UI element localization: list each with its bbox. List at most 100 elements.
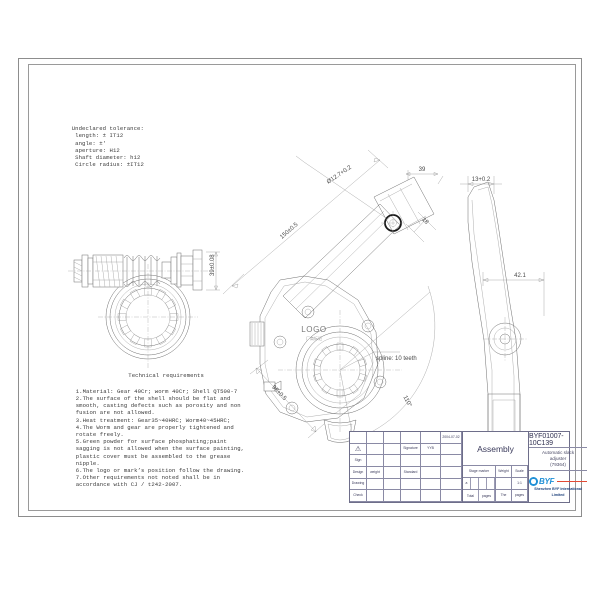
tb-r4-c5 [441,478,462,491]
weight-label: Weight [496,466,512,478]
tb-r1-c1 [367,443,384,456]
tb-r2-c4 [421,455,441,467]
company-name-line-2: Limited [551,492,565,497]
technical-note-line-10: nipple. [75,459,100,467]
total-label: Total [463,490,479,501]
tb-r0-c3 [401,432,421,444]
dim-arm-length: 150±0.5 [279,221,300,240]
technical-note-line-0: 1.Material: Gear 40Cr; worm 40Cr; Shell … [75,387,238,395]
tb-r2-c1 [367,455,384,467]
brand-accent-bar [557,480,588,483]
spline-note-text: spline: 10 teeth [376,356,417,362]
dim-bracket-thickness: 13+0.2 [472,177,491,183]
tolerance-note-line-0: length: ± IT12 [71,132,124,140]
technical-note-line-12: 7.Other requirements not noted shall be … [75,474,221,482]
technical-note-line-8: sagging is not allowed when the surface … [75,445,245,453]
tb-r3-c2 [384,467,401,479]
byf-logo: BYF [529,477,588,487]
tb-weight-label-cell: weight [367,467,384,479]
part-number: BYF01007-10C139 [529,432,588,448]
tolerance-note-line-3: Shaft diameter: h12 [71,154,141,162]
tb-row-label-drawing: Drawing [350,478,367,491]
the-label: The [496,490,512,502]
tb-row-label-design: Design [350,467,367,479]
technical-note-line-9: plastic cover must be assembled to the g… [75,452,231,460]
tb-r1-c2 [384,443,401,456]
dim-bracket-height: 18 [420,217,429,226]
technical-note-line-1: 2.The surface of the shell should be fla… [75,395,231,403]
drawing-title-text: Assembly [477,443,514,454]
tb-r4-c4 [421,478,441,491]
brand-name-text: BYF [539,477,555,487]
tb-r3-c5 [441,467,462,479]
tb-r5-c1 [367,490,384,502]
dim-arm-length-group: 150±0.5 [222,149,389,295]
tb-r5-c4 [421,490,441,502]
technical-note-line-2: smooth, casting defects such as porosity… [75,402,241,410]
stage-cell-3 [479,478,487,489]
drawing-title-cell: Assembly [463,432,528,466]
right-side-view: 13+0.2 42.1 50.8MAX [460,176,545,462]
dim-bracket-height-group: 18 [405,211,437,243]
part-description-line-2: adjuster [549,456,567,462]
technical-note-line-3: fusion are not allowed. [75,409,155,417]
tb-row-label-sign: Sign [350,455,367,467]
spline-note-group: spline: 10 teeth [339,351,417,371]
technical-requirements-block: Technical requirements 1.Material: Gear … [62,358,244,496]
tb-r0-c4 [421,432,441,444]
tb-r5-c2 [384,490,401,502]
company-name-line-1: Shenzhen BYF International [534,487,582,492]
scale-label: Scale [512,466,528,478]
stage-value: a [463,478,471,489]
total-pages-label: pages [479,490,495,501]
body-logo-subtext: 厂商标记 [306,335,322,341]
drawing-geometry: 39±0.08 [68,149,545,465]
total-pages-cells: Total pages [463,490,496,502]
part-description-line-1: Automatic slack [541,450,575,456]
dim-top-width: 39 [419,167,426,173]
tb-r2-c3 [401,455,421,467]
sheet-inner-border [28,64,576,511]
warning-triangle-icon: ⚠ [350,443,367,456]
title-block-company-area: BYF01007-10C139 Automatic slack adjuster… [529,432,588,502]
tolerance-note-block: Undeclared tolerance: length: ± IT12 ang… [58,118,144,176]
part-description: Automatic slack adjuster (79364) [529,448,588,471]
scale-value: 1:1 [512,478,528,490]
title-block-meta-grid: Stage marker Weight Scale a 1:1 Total [463,466,528,502]
tb-r5-c3 [401,490,421,502]
tb-signature-label: Signature [401,443,421,456]
left-detail-view: 39±0.08 [68,249,220,369]
title-block: 2004-07-02 ⚠ Signature YYB Sign Design w… [349,431,588,503]
tb-r2-c5 [441,455,462,467]
tb-date-cell: 2004-07-02 [441,432,462,444]
dim-bracket-offset: 42.1 [514,273,526,279]
dim-body-height-group: 98±0.5 [249,359,325,439]
stage-cell-4 [487,478,495,489]
tolerance-note-line-4: Circle radius: ±IT12 [71,161,144,169]
dim-bore-group: Ø12.7+0.2 [295,155,387,219]
tb-standard-label: Standard [401,467,421,479]
technical-note-line-6: rotate freely. [75,431,124,439]
stage-marker-label: Stage marker [463,466,496,478]
main-view: LOGO 厂商标记 [249,203,405,443]
clevis-view: 39 [373,167,444,235]
stage-marker-cells: a [463,478,496,490]
part-description-line-3: (79364) [550,461,566,467]
tb-signature-value: YYB [421,443,441,456]
dim-angle: 110° [401,395,412,409]
technical-note-line-5: 4.The Worm and gear are properly tighten… [75,423,234,431]
tb-r2-c2 [384,455,401,467]
stage-cell-2 [471,478,479,489]
tb-r4-c3 [401,478,421,491]
page-label: pages [512,490,528,502]
technical-note-line-11: 6.The logo or mark’s position follow the… [75,467,245,475]
tolerance-note-line-1: angle: ±′ [71,139,107,147]
tb-r5-c5 [441,490,462,502]
tolerance-note-title: Undeclared tolerance: [71,125,144,133]
tb-row-label-check: Check [350,490,367,502]
weight-value-cell [496,478,512,490]
body-logo-text: LOGO [301,325,327,334]
technical-note-line-4: 3.Heat treatment: Gear35~40HRC; Worm40~4… [75,416,231,424]
tb-r0-c1 [367,432,384,444]
